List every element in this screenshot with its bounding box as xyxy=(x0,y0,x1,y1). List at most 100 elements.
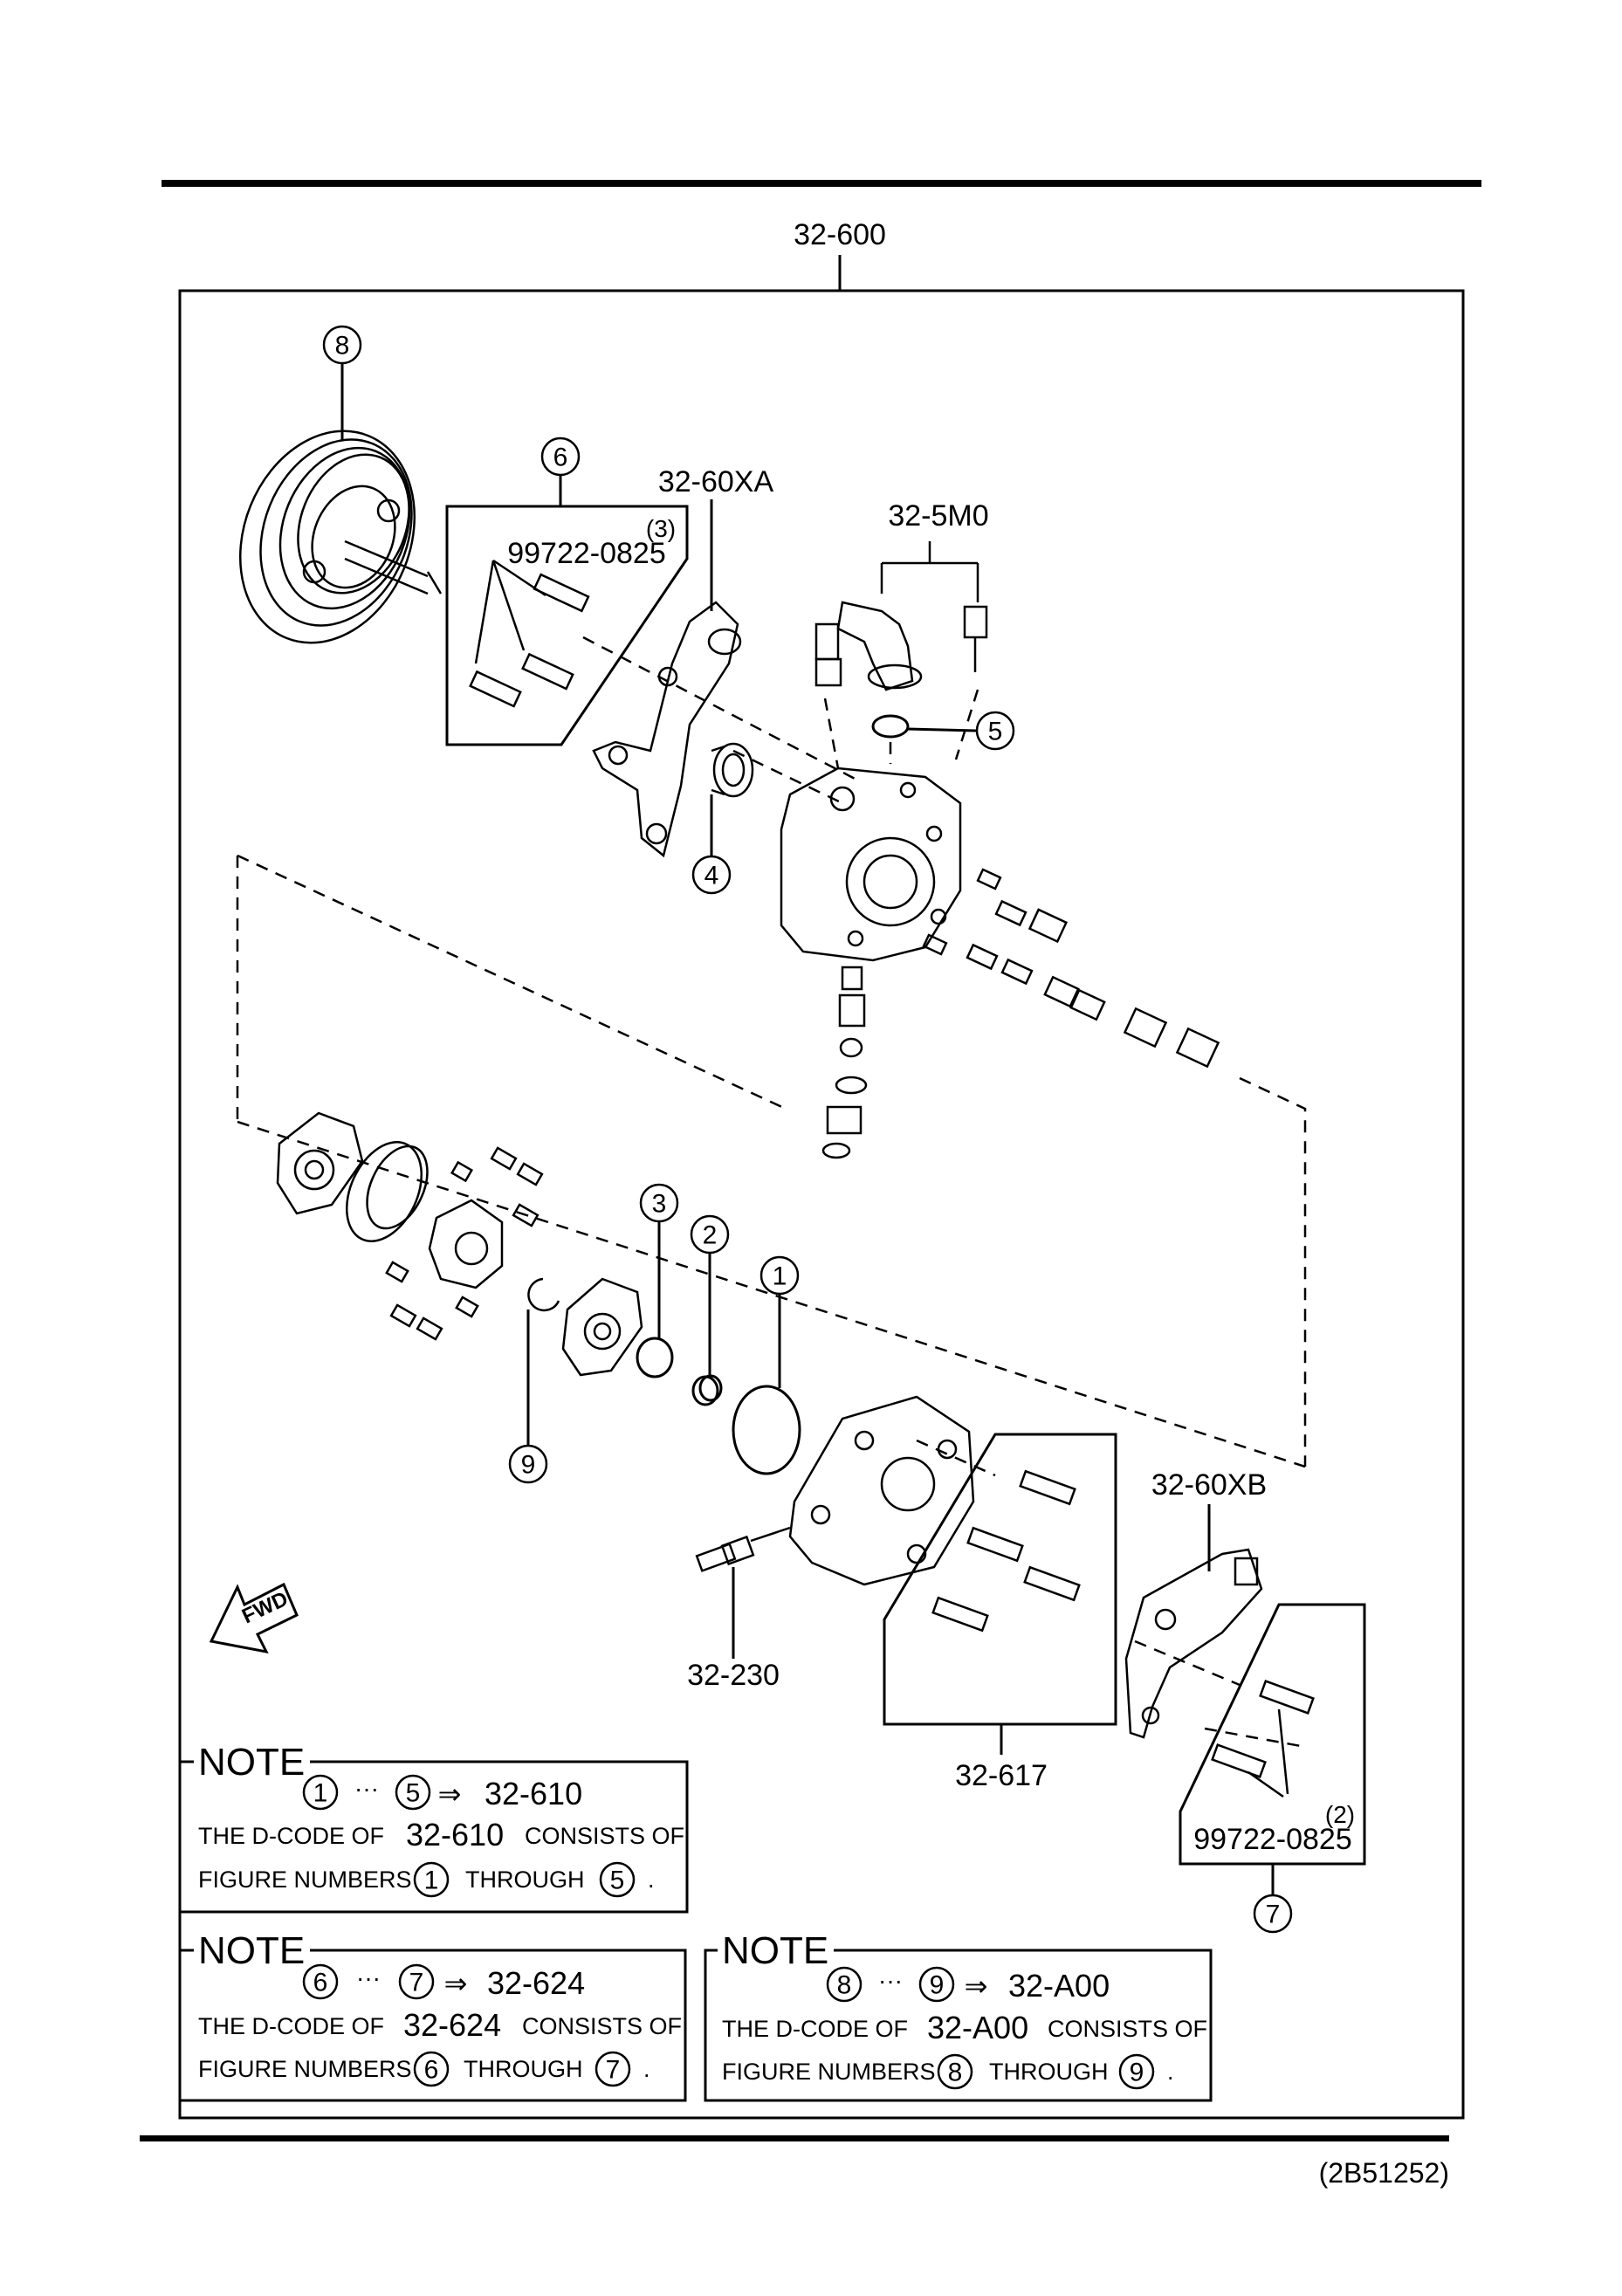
note-1-title: NOTE xyxy=(198,1741,305,1784)
assembly-frame xyxy=(178,289,1465,2120)
pump-body xyxy=(780,766,962,962)
bracket-a xyxy=(592,601,742,858)
note-2-title: NOTE xyxy=(198,1929,305,1972)
o-ring-1 xyxy=(732,1385,801,1475)
callout-8-number: 8 xyxy=(335,332,350,361)
note-3-from: 8 xyxy=(837,1971,852,2000)
callout-2 xyxy=(690,1214,730,1255)
top-rule xyxy=(162,180,1481,187)
callout-7-number: 7 xyxy=(1266,1901,1281,1929)
note-markers xyxy=(302,1774,1155,2090)
callout-6 xyxy=(540,437,581,477)
note-2-line2-prefix: FIGURE NUMBERS xyxy=(198,2056,412,2082)
note-3-dots: ··· xyxy=(878,1967,903,1994)
note-2-target: 32-624 xyxy=(487,1965,585,2001)
note-2-text-code: 32-624 xyxy=(403,2007,501,2043)
note-3-to: 9 xyxy=(930,1971,945,2000)
bracket-b xyxy=(1124,1548,1263,1739)
note-2-line2-to: 7 xyxy=(606,2056,621,2085)
bolt-qty-lower: (2) xyxy=(1325,1801,1355,1828)
callout-1 xyxy=(759,1255,800,1296)
note-3-line2-end: . xyxy=(1167,2059,1174,2085)
callout-9 xyxy=(508,1444,548,1484)
pulley xyxy=(238,430,443,644)
note-3-arrow: ⇒ xyxy=(965,1970,988,2002)
reference-code: (2B51252) xyxy=(1319,2157,1449,2189)
note-2-dots: ··· xyxy=(356,1964,381,1991)
note-1-from: 1 xyxy=(313,1779,328,1808)
bearing-4 xyxy=(711,742,754,798)
note-1-arrow: ⇒ xyxy=(438,1778,462,1810)
note-3-line2-from: 8 xyxy=(948,2059,963,2087)
note-3-text-suffix: CONSISTS OF xyxy=(1048,2016,1207,2042)
valve-parts xyxy=(821,868,1220,1159)
note-1-dots: ··· xyxy=(354,1775,379,1802)
kit-617-outline xyxy=(883,1433,1117,1726)
note-2-arrow: ⇒ xyxy=(444,1968,468,1999)
fwd-arrow xyxy=(209,1582,299,1654)
note-2-line2-mid: THROUGH xyxy=(464,2056,583,2082)
note-1-line2-from: 1 xyxy=(424,1866,439,1895)
note-2-to: 7 xyxy=(409,1969,424,1997)
note-1-line2-end: . xyxy=(648,1866,655,1893)
note-1-text-suffix: CONSISTS OF xyxy=(525,1823,684,1849)
kit-7-bolts xyxy=(1211,1680,1315,1798)
bottom-rule xyxy=(140,2135,1449,2141)
kit-6-outline xyxy=(445,505,689,746)
note-3-frame xyxy=(704,1949,1213,2102)
bolt-code-upper: 99722-0825 xyxy=(507,537,666,570)
note-3-line2-to: 9 xyxy=(1130,2059,1144,2087)
note-3-text-prefix: THE D-CODE OF xyxy=(722,2016,908,2042)
callout-4-number: 4 xyxy=(704,862,719,890)
kit-6-bolts xyxy=(469,559,590,708)
callout-6-number: 6 xyxy=(553,443,568,472)
note-1-text-code: 32-610 xyxy=(406,1817,504,1853)
note-2-frame xyxy=(178,1949,687,2102)
callout-9-number: 9 xyxy=(521,1451,536,1480)
note-3-line2-mid: THROUGH xyxy=(989,2059,1109,2085)
bracket-a-label: 32-60XA xyxy=(658,465,774,498)
seal-2 xyxy=(691,1374,723,1406)
callout-5 xyxy=(975,711,1015,751)
note-2-line2-from: 6 xyxy=(424,2056,439,2085)
note-3-text-code: 32-A00 xyxy=(927,2010,1028,2045)
callout-7 xyxy=(1253,1894,1293,1934)
pump-cartridge xyxy=(276,1111,643,1377)
bolt-code-lower: 99722-0825 xyxy=(1193,1823,1352,1856)
hose-fitting xyxy=(814,541,988,691)
note-1-line2-prefix: FIGURE NUMBERS xyxy=(198,1866,412,1893)
rear-cover xyxy=(788,1395,975,1586)
callout-5-number: 5 xyxy=(988,718,1003,746)
assembly-part-label: 32-600 xyxy=(794,218,886,251)
o-ring-3 xyxy=(636,1337,674,1378)
connector-label: 32-230 xyxy=(687,1659,780,1692)
hose-fitting-label: 32-5M0 xyxy=(888,499,988,533)
callout-3-number: 3 xyxy=(652,1190,667,1219)
callout-1-number: 1 xyxy=(773,1262,787,1291)
note-3-title: NOTE xyxy=(722,1929,828,1972)
note-1-line2-mid: THROUGH xyxy=(465,1866,585,1893)
note-2-line2-end: . xyxy=(643,2056,650,2082)
kit-617-bolts xyxy=(931,1469,1081,1633)
connector xyxy=(695,1526,791,1572)
o-ring-5 xyxy=(871,714,910,739)
callout-4 xyxy=(691,855,732,895)
bracket-b-label: 32-60XB xyxy=(1151,1468,1267,1502)
bolt-set-label: 32-617 xyxy=(955,1759,1048,1792)
note-1-frame xyxy=(178,1760,689,1914)
callout-3 xyxy=(639,1183,679,1223)
note-1-target: 32-610 xyxy=(485,1776,582,1811)
note-3-target: 32-A00 xyxy=(1008,1968,1110,2004)
callout-markers xyxy=(322,325,1293,1934)
note-boxes xyxy=(178,1760,1213,2102)
bolt-qty-upper: (3) xyxy=(646,515,676,542)
note-3-line2-prefix: FIGURE NUMBERS xyxy=(722,2059,936,2085)
note-2-text-suffix: CONSISTS OF xyxy=(522,2013,682,2039)
dashed-guides xyxy=(236,636,1307,1748)
callout-2-number: 2 xyxy=(703,1221,718,1250)
note-2-text-prefix: THE D-CODE OF xyxy=(198,2013,384,2039)
note-1-line2-to: 5 xyxy=(610,1866,625,1895)
note-1-text-prefix: THE D-CODE OF xyxy=(198,1823,384,1849)
note-2-from: 6 xyxy=(313,1969,328,1997)
